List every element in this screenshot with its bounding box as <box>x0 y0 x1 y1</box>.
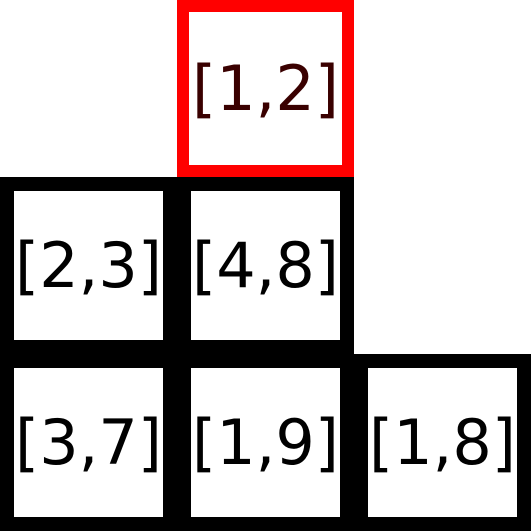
cell-label: [4,8] <box>192 228 339 302</box>
cell-label: [1,9] <box>192 405 339 479</box>
cell-label: [1,2] <box>192 51 339 125</box>
cell-label: [1,8] <box>369 405 516 479</box>
cell-bottom-center: [1,9] <box>177 354 354 531</box>
cell-label: [2,3] <box>15 228 162 302</box>
cell-label: [3,7] <box>15 405 162 479</box>
cell-bottom-right: [1,8] <box>354 354 531 531</box>
cell-middle-center: [4,8] <box>177 177 354 354</box>
cell-middle-left: [2,3] <box>0 177 177 354</box>
cell-bottom-left: [3,7] <box>0 354 177 531</box>
highlighted-cell-top: [1,2] <box>177 0 354 177</box>
